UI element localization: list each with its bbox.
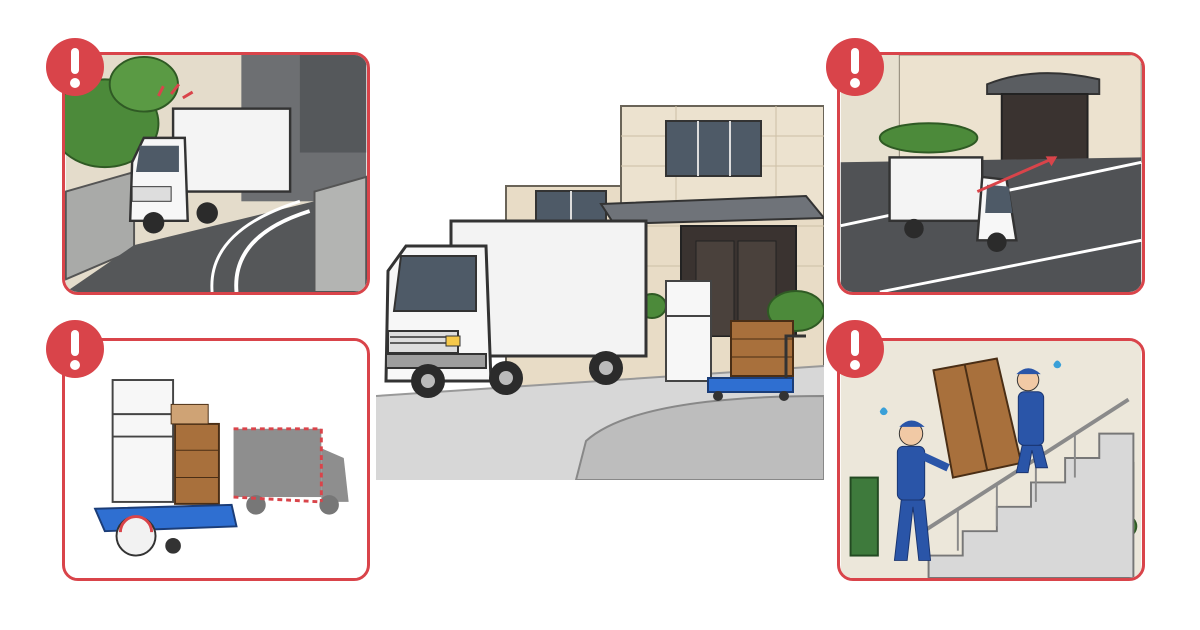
dresser xyxy=(174,422,220,505)
stairs-carry-drawing xyxy=(840,341,1142,578)
truck-parking-drawing xyxy=(840,55,1142,292)
panel-truck-parking xyxy=(837,52,1145,295)
entrance-door xyxy=(1000,93,1089,164)
warning-icon xyxy=(44,318,106,380)
truck-narrow-road xyxy=(128,107,292,234)
panel-weight-capacity xyxy=(62,338,370,581)
warning-icon xyxy=(824,318,886,380)
distance-arrow xyxy=(976,156,1056,193)
entrance-canopy xyxy=(599,194,824,226)
staircase xyxy=(927,432,1135,578)
fridge-on-scale xyxy=(93,379,238,557)
cargo-truck-outline xyxy=(233,427,349,515)
center-scene-drawing xyxy=(376,105,824,480)
panel-narrow-road xyxy=(62,52,370,295)
mover-back xyxy=(1015,368,1049,474)
hedge xyxy=(878,122,979,154)
sweat-drops xyxy=(879,360,1062,416)
mover-front xyxy=(893,420,950,561)
warning-icon xyxy=(824,36,886,98)
narrow-road xyxy=(65,201,315,292)
mailbox-green xyxy=(849,476,879,557)
cart-with-boxes xyxy=(707,320,806,401)
panel-stairs-carry xyxy=(837,338,1145,581)
truck-parked xyxy=(888,156,1018,253)
weight-capacity-drawing xyxy=(65,341,367,578)
platform-scale xyxy=(93,503,238,533)
narrow-road-drawing xyxy=(65,55,367,292)
moving-truck xyxy=(384,219,648,398)
center-scene-truck-building xyxy=(376,96,824,480)
entrance-canopy xyxy=(986,72,1101,95)
refrigerator xyxy=(665,280,712,382)
right-wall xyxy=(313,175,367,292)
impact-marks xyxy=(157,83,194,100)
road xyxy=(574,394,824,480)
warning-icon xyxy=(44,36,106,98)
